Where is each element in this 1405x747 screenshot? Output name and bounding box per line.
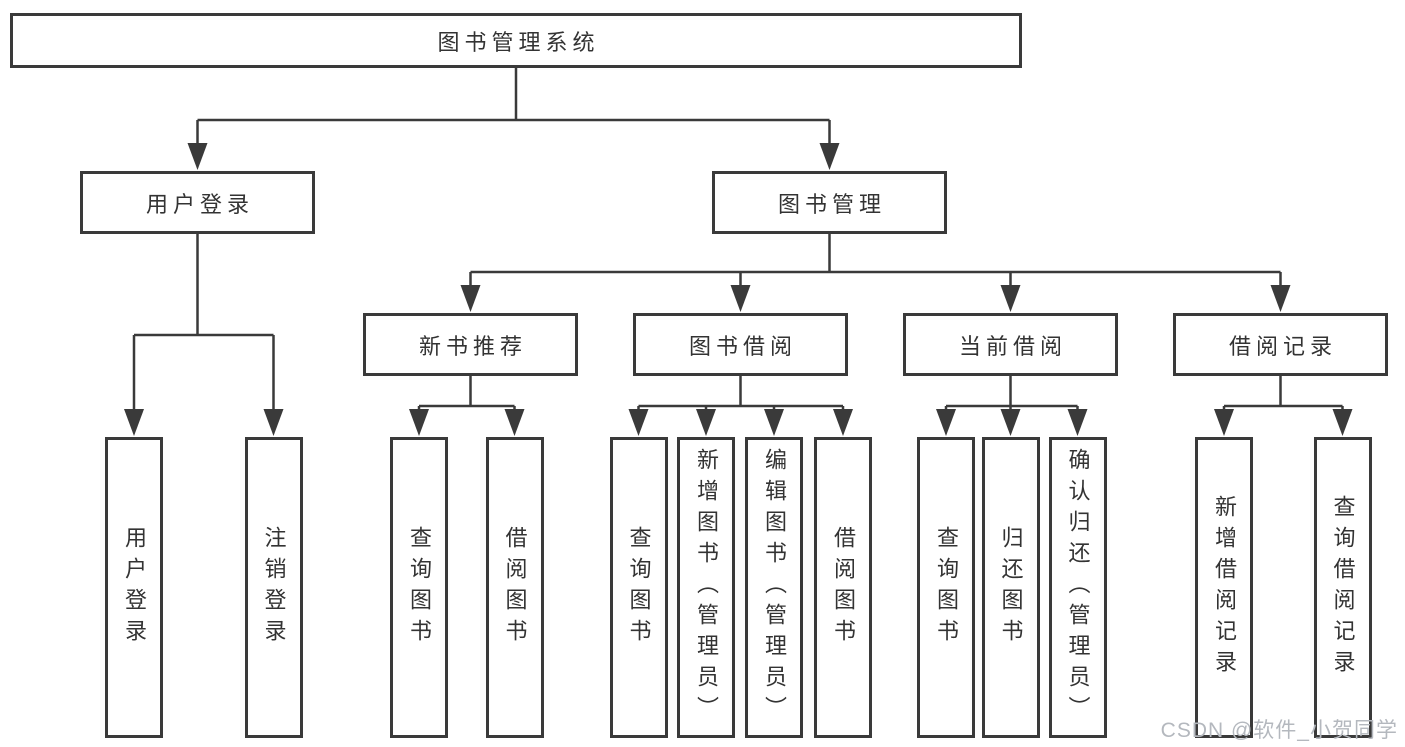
leaf-borrow-books-recommend: 借阅图书 [485,437,544,738]
leaf-borrow-books: 借阅图书 [814,437,872,738]
leaf-label: 借阅图书 [831,525,856,650]
node-user-login: 用户登录 [80,171,315,234]
leaf-query-books-current: 查询图书 [917,437,975,738]
leaf-label: 注销登录 [261,525,287,650]
leaf-query-books-recommend: 查询图书 [390,437,448,738]
leaf-label: 查询图书 [407,525,432,650]
leaf-label: 新增图书（管理员） [694,448,719,727]
leaf-logout: 注销登录 [244,437,303,738]
leaf-label: 编辑图书（管理员） [762,448,787,727]
leaf-return-books: 归还图书 [981,437,1040,738]
node-book-management: 图书管理 [712,171,947,234]
leaf-label: 归还图书 [998,525,1024,650]
leaf-label: 确认归还（管理员） [1065,448,1091,727]
leaf-confirm-return-admin: 确认归还（管理员） [1048,437,1107,738]
node-borrow-records: 借阅记录 [1173,313,1388,376]
leaf-add-borrow-record: 新增借阅记录 [1195,437,1253,738]
leaf-label: 新增借阅记录 [1212,494,1237,681]
leaf-query-books-borrow: 查询图书 [609,437,668,738]
leaf-query-borrow-record: 查询借阅记录 [1313,437,1372,738]
leaf-add-books-admin: 新增图书（管理员） [677,437,735,738]
leaf-label: 查询图书 [934,525,959,650]
leaf-label: 用户登录 [122,525,147,650]
leaf-user-login: 用户登录 [105,437,163,738]
leaf-label: 查询借阅记录 [1330,494,1356,681]
node-root-library-system: 图书管理系统 [10,13,1022,68]
leaf-edit-books-admin: 编辑图书（管理员） [745,437,803,738]
leaf-label: 借阅图书 [502,525,528,650]
node-new-book-recommend: 新书推荐 [363,313,578,376]
node-current-borrow: 当前借阅 [903,313,1118,376]
leaf-label: 查询图书 [626,525,652,650]
csdn-watermark: CSDN @软件_小贺同学 [1160,719,1398,742]
node-book-borrow: 图书借阅 [633,313,848,376]
